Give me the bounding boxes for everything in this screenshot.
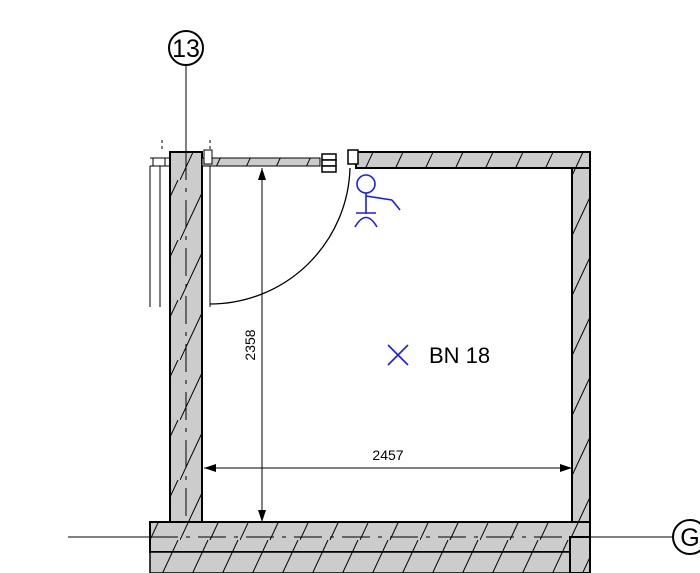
- room-label: BN 18: [429, 343, 490, 368]
- axis-bubble-g: [672, 519, 700, 555]
- top-left-partition: [150, 140, 321, 167]
- bottom-right-block: [569, 536, 591, 573]
- room-outline: [202, 167, 573, 523]
- grid-axis-13: 13: [168, 30, 204, 573]
- right-wall: [571, 151, 591, 523]
- dimension-width-label: 2457: [372, 447, 403, 463]
- axis-bubble-13: [168, 30, 204, 66]
- room-label-group: BN 18: [387, 343, 490, 368]
- axis-label-g: G: [680, 524, 699, 552]
- top-wall: [355, 151, 591, 169]
- axis-label-13: 13: [172, 35, 200, 63]
- dimension-height: 2358: [242, 168, 266, 522]
- door-swing-arc: [209, 167, 351, 305]
- person-icon: [354, 174, 401, 228]
- room-marker-cross-icon: [387, 344, 409, 366]
- dimension-height-label: 2358: [242, 329, 258, 360]
- door-frame: [321, 149, 359, 173]
- bottom-wall-lower: [149, 551, 591, 573]
- grid-axis-g: G: [68, 519, 700, 555]
- dimension-width: 2457: [204, 447, 572, 472]
